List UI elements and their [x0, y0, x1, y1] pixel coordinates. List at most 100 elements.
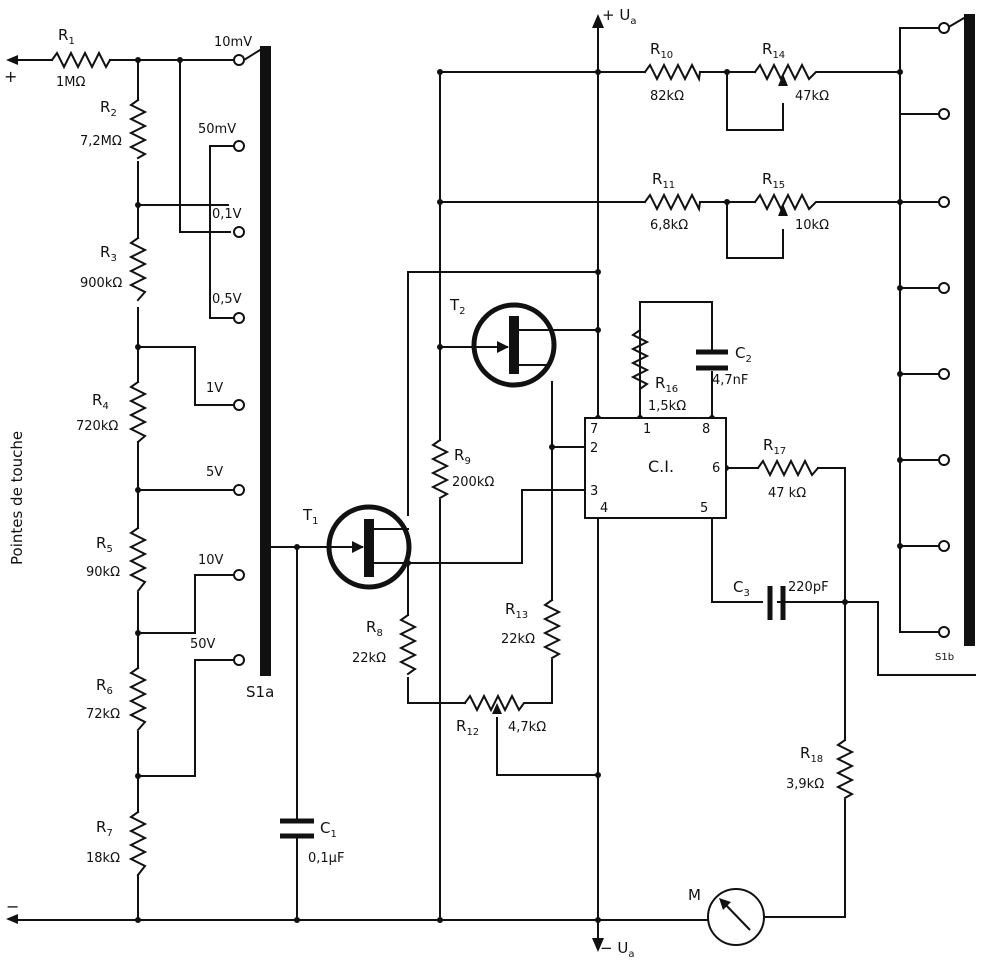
svg-text:0,1μF: 0,1μF [308, 851, 344, 866]
resistor-r1: R1 1MΩ [50, 26, 112, 90]
svg-text:+ Ua: + Ua [602, 6, 636, 27]
svg-text:7,2MΩ: 7,2MΩ [80, 134, 122, 149]
supply-negative: − Ua [592, 938, 634, 960]
svg-text:S1a: S1a [246, 683, 274, 701]
svg-text:R13: R13 [505, 600, 528, 621]
svg-text:R16: R16 [655, 374, 678, 395]
svg-text:220pF: 220pF [788, 580, 829, 595]
svg-text:R12: R12 [456, 717, 479, 738]
svg-text:22kΩ: 22kΩ [352, 651, 386, 666]
svg-text:0,5V: 0,5V [212, 292, 242, 307]
svg-text:R7: R7 [96, 818, 113, 839]
svg-text:T1: T1 [302, 506, 319, 527]
resistor-r6: R6 72kΩ [86, 666, 148, 732]
potentiometer-r12: R12 4,7kΩ [456, 693, 546, 738]
svg-text:R18: R18 [800, 744, 823, 765]
svg-text:3,9kΩ: 3,9kΩ [786, 777, 824, 792]
svg-text:R1: R1 [58, 26, 75, 47]
resistor-r16: R16 1,5kΩ [630, 301, 686, 419]
resistor-r2: R2 7,2MΩ [80, 98, 148, 160]
svg-text:R15: R15 [762, 170, 785, 191]
svg-text:7: 7 [590, 422, 598, 437]
svg-text:10mV: 10mV [214, 35, 252, 50]
input-plus-terminal: + [4, 55, 18, 86]
resistor-r4: R4 720kΩ [76, 380, 148, 444]
svg-text:+: + [4, 67, 17, 86]
svg-text:4,7kΩ: 4,7kΩ [508, 720, 546, 735]
svg-text:C3: C3 [733, 578, 750, 599]
resistor-r5: R5 90kΩ [86, 526, 148, 593]
capacitor-c3: C3 220pF [733, 578, 829, 620]
svg-text:50V: 50V [190, 637, 216, 652]
svg-text:R4: R4 [92, 391, 109, 412]
svg-text:1V: 1V [206, 381, 223, 396]
resistor-r9: R9 200kΩ [430, 438, 494, 500]
resistor-r17: R17 47 kΩ [756, 436, 820, 501]
svg-text:R5: R5 [96, 534, 113, 555]
capacitor-c1: C1 0,1μF [280, 818, 344, 866]
svg-text:R8: R8 [366, 618, 383, 639]
svg-text:T2: T2 [449, 296, 466, 317]
transistor-t2: T2 [449, 296, 557, 388]
resistor-r11: R11 6,8kΩ [643, 170, 702, 233]
svg-text:R6: R6 [96, 676, 113, 697]
svg-text:0,1V: 0,1V [212, 207, 242, 222]
svg-text:47kΩ: 47kΩ [795, 89, 829, 104]
switch-s1b: S1b [935, 14, 975, 663]
svg-text:72kΩ: 72kΩ [86, 707, 120, 722]
svg-text:C1: C1 [320, 819, 337, 840]
svg-text:47 kΩ: 47 kΩ [768, 486, 806, 501]
svg-text:18kΩ: 18kΩ [86, 851, 120, 866]
potentiometer-r14: R14 47kΩ [753, 40, 829, 104]
meter: M [688, 886, 765, 946]
resistor-r8: R8 22kΩ [352, 613, 418, 676]
switch-s1a: S1a [242, 46, 274, 701]
capacitor-c2: C2 4,7nF [696, 344, 752, 388]
side-label: Pointes de touche [8, 431, 26, 565]
resistor-r3: R3 900kΩ [80, 236, 148, 302]
svg-text:R17: R17 [763, 436, 786, 457]
svg-text:90kΩ: 90kΩ [86, 565, 120, 580]
resistor-r18: R18 3,9kΩ [786, 738, 855, 800]
output-contacts [938, 22, 950, 638]
svg-text:22kΩ: 22kΩ [501, 632, 535, 647]
svg-text:4: 4 [600, 501, 608, 516]
svg-text:R11: R11 [652, 170, 675, 191]
svg-text:6: 6 [712, 461, 720, 476]
svg-text:1: 1 [643, 422, 651, 437]
svg-text:720kΩ: 720kΩ [76, 419, 118, 434]
svg-text:200kΩ: 200kΩ [452, 475, 494, 490]
svg-text:1MΩ: 1MΩ [56, 75, 85, 90]
junction-dots [135, 57, 903, 923]
svg-text:4,7nF: 4,7nF [712, 373, 748, 388]
svg-text:82kΩ: 82kΩ [650, 89, 684, 104]
svg-text:−: − [6, 897, 19, 916]
resistor-r10: R10 82kΩ [643, 40, 702, 104]
svg-text:8: 8 [702, 422, 710, 437]
svg-text:5V: 5V [206, 465, 223, 480]
svg-text:M: M [688, 886, 701, 904]
resistor-r13: R13 22kΩ [501, 598, 562, 660]
transistor-t1: T1 [302, 504, 412, 590]
svg-text:3: 3 [590, 484, 598, 499]
svg-text:R3: R3 [100, 243, 117, 264]
svg-text:R10: R10 [650, 40, 673, 61]
wires [17, 27, 976, 943]
svg-text:R14: R14 [762, 40, 785, 61]
svg-text:− Ua: − Ua [600, 939, 634, 960]
svg-text:5: 5 [700, 501, 708, 516]
integrated-circuit: C.I. 7 1 8 2 3 4 5 6 [584, 417, 727, 519]
svg-text:6,8kΩ: 6,8kΩ [650, 218, 688, 233]
svg-text:C.I.: C.I. [648, 457, 674, 476]
svg-text:C2: C2 [735, 344, 752, 365]
supply-positive: + Ua [592, 6, 636, 28]
potentiometer-r15: R15 10kΩ [753, 170, 829, 233]
svg-text:R9: R9 [454, 446, 471, 467]
input-minus-terminal: − [6, 897, 19, 924]
range-contacts: 10mV 50mV 0,1V 0,5V 1V 5V 10V 50V [190, 35, 252, 666]
svg-text:10V: 10V [198, 553, 224, 568]
resistor-r7: R7 18kΩ [86, 810, 148, 877]
svg-text:10kΩ: 10kΩ [795, 218, 829, 233]
svg-text:2: 2 [590, 441, 598, 456]
